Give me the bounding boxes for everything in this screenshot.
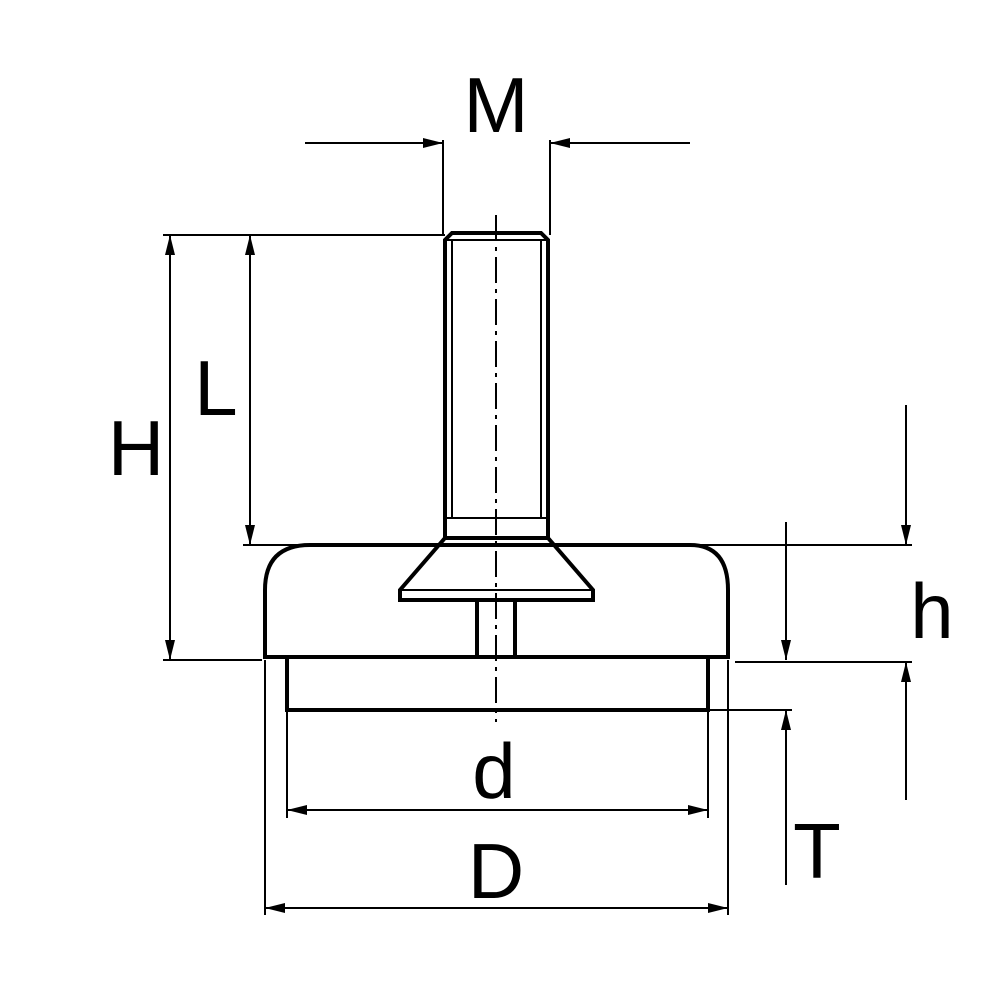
dimension-T: T xyxy=(710,522,841,895)
label-L: L xyxy=(194,344,237,432)
label-M: M xyxy=(464,61,529,149)
label-H: H xyxy=(108,404,164,492)
dimension-L: L xyxy=(194,235,300,546)
base-body xyxy=(263,543,730,659)
dimension-H: H xyxy=(108,234,445,661)
rubber-pad xyxy=(285,655,710,712)
label-T: T xyxy=(793,807,841,895)
label-d: d xyxy=(472,727,515,815)
label-D: D xyxy=(468,827,524,915)
dimension-h: h xyxy=(700,405,954,800)
dimension-D: D xyxy=(264,660,729,915)
dimension-d: d xyxy=(286,710,709,818)
dimension-M: M xyxy=(305,61,690,235)
label-h: h xyxy=(910,567,953,655)
